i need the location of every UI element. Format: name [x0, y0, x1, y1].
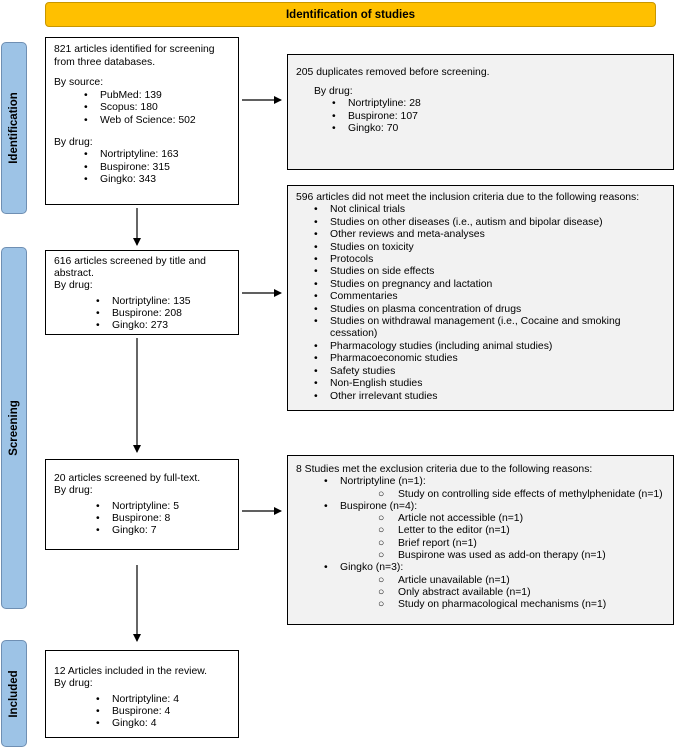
title-abstract-text: 616 articles screened by title and abstr…	[54, 256, 206, 279]
list-item: •Other reviews and meta-analyses	[314, 229, 485, 241]
duplicates-box: 205 duplicates removed before screening.…	[287, 54, 674, 170]
list-item: ○Study on controlling side effects of me…	[378, 488, 663, 500]
drug-list: •Nortriptyline: 163 •Buspirone: 315 •Gin…	[54, 149, 230, 187]
drug-list: •Nortriptyline: 5 •Buspirone: 8 •Gingko:…	[54, 501, 230, 537]
list-item: •Nortriptyline: 163	[84, 149, 179, 161]
list-item: ○Article unavailable (n=1)	[378, 574, 510, 586]
title-bar: Identification of studies	[45, 2, 656, 27]
identified-box: 821 articles identified for screening fr…	[45, 37, 239, 205]
list-item: •Studies on pregnancy and lactation	[314, 278, 493, 290]
drug-list: •Nortriptyline: 135 •Buspirone: 208 •Gin…	[54, 296, 230, 332]
list-item: •Gingko: 4	[96, 718, 157, 729]
list-item: •PubMed: 139	[84, 89, 162, 101]
by-drug-label: By drug:	[54, 678, 93, 689]
by-drug-label: By drug:	[314, 85, 353, 97]
list-item: ○Letter to the editor (n=1)	[378, 525, 510, 537]
list-item: ○Only abstract available (n=1)	[378, 586, 531, 598]
list-item: •Gingko: 343	[84, 174, 157, 186]
list-item: •Non-English studies	[314, 378, 423, 390]
list-item: •Scopus: 180	[84, 102, 158, 114]
list-item: •Commentaries	[314, 291, 398, 303]
list-item: •Web of Science: 502	[84, 114, 196, 126]
phase-included: Included	[1, 640, 27, 747]
list-item: •Studies on toxicity	[314, 241, 414, 253]
list-item: •Nortriptyline: 28	[332, 98, 421, 110]
list-item: •Gingko: 70	[332, 123, 399, 135]
by-drug-label: By drug:	[54, 136, 93, 148]
list-item: •Pharmacology studies (including animal …	[314, 340, 553, 352]
list-item: ○Study on pharmacological mechanisms (n=…	[378, 599, 607, 611]
list-item: •Other irrelevant studies	[314, 390, 438, 402]
list-item: •Studies on plasma concentration of drug…	[314, 303, 522, 315]
list-item: •Gingko: 273	[96, 320, 169, 331]
list-item: ○Buspirone was used as add-on therapy (n…	[378, 550, 606, 562]
list-item: •Buspirone: 107	[332, 110, 418, 122]
list-item: •Studies on withdrawal management (i.e.,…	[314, 316, 621, 340]
identified-text: 821 articles identified for screening fr…	[54, 44, 215, 68]
inclusion-excluded-box: 596 articles did not meet the inclusion …	[287, 185, 674, 411]
diagram-title: Identification of studies	[285, 9, 416, 21]
drug-list: •Nortriptyline: 28 •Buspirone: 107 •Ging…	[296, 98, 665, 136]
list-item: •Buspirone: 4	[96, 706, 171, 717]
by-drug-label: By drug:	[54, 485, 93, 496]
phase-screening: Screening	[1, 247, 27, 609]
list-item: •Studies on side effects	[314, 266, 435, 278]
list-item: •Buspirone: 208	[96, 308, 182, 319]
phase-identification: Identification	[1, 42, 27, 214]
included-text: 12 Articles included in the review.	[54, 666, 208, 677]
list-item: •Gingko (n=3):	[324, 562, 404, 574]
included-box: 12 Articles included in the review. By d…	[45, 650, 239, 738]
full-text-box: 20 articles screened by full-text. By dr…	[45, 459, 239, 550]
list-item: •Nortriptyline (n=1):	[324, 476, 426, 488]
list-item: ○Brief report (n=1)	[378, 537, 477, 549]
list-item: •Nortriptyline: 4	[96, 694, 179, 705]
list-item: •Buspirone: 8	[96, 513, 171, 524]
source-list: •PubMed: 139 •Scopus: 180 •Web of Scienc…	[54, 90, 230, 128]
reason-list: •Not clinical trials •Studies on other d…	[296, 204, 665, 403]
list-item: •Nortriptyline: 135	[96, 296, 191, 307]
duplicates-text: 205 duplicates removed before screening.	[296, 67, 490, 78]
full-text-text: 20 articles screened by full-text.	[54, 473, 201, 484]
list-item: •Studies on other diseases (i.e., autism…	[314, 216, 603, 228]
exclusion-groups: •Nortriptyline (n=1): ○Study on controll…	[296, 476, 665, 611]
list-item: •Not clinical trials	[314, 204, 406, 216]
list-item: •Pharmacoeconomic studies	[314, 353, 458, 365]
exclusion-box: 8 Studies met the exclusion criteria due…	[287, 455, 674, 625]
list-item: •Protocols	[314, 254, 374, 266]
list-item: •Buspirone (n=4):	[324, 500, 418, 512]
list-item: •Buspirone: 315	[84, 161, 170, 173]
by-drug-label: By drug:	[54, 280, 93, 291]
title-abstract-box: 616 articles screened by title and abstr…	[45, 250, 239, 335]
list-item: ○Article not accessible (n=1)	[378, 513, 524, 525]
exclusion-text: 8 Studies met the exclusion criteria due…	[296, 464, 593, 475]
drug-list: •Nortriptyline: 4 •Buspirone: 4 •Gingko:…	[54, 694, 230, 730]
list-item: •Gingko: 7	[96, 525, 157, 536]
by-source-label: By source:	[54, 77, 104, 89]
inclusion-excluded-text: 596 articles did not meet the inclusion …	[296, 192, 640, 203]
list-item: •Safety studies	[314, 365, 396, 377]
list-item: •Nortriptyline: 5	[96, 501, 179, 512]
